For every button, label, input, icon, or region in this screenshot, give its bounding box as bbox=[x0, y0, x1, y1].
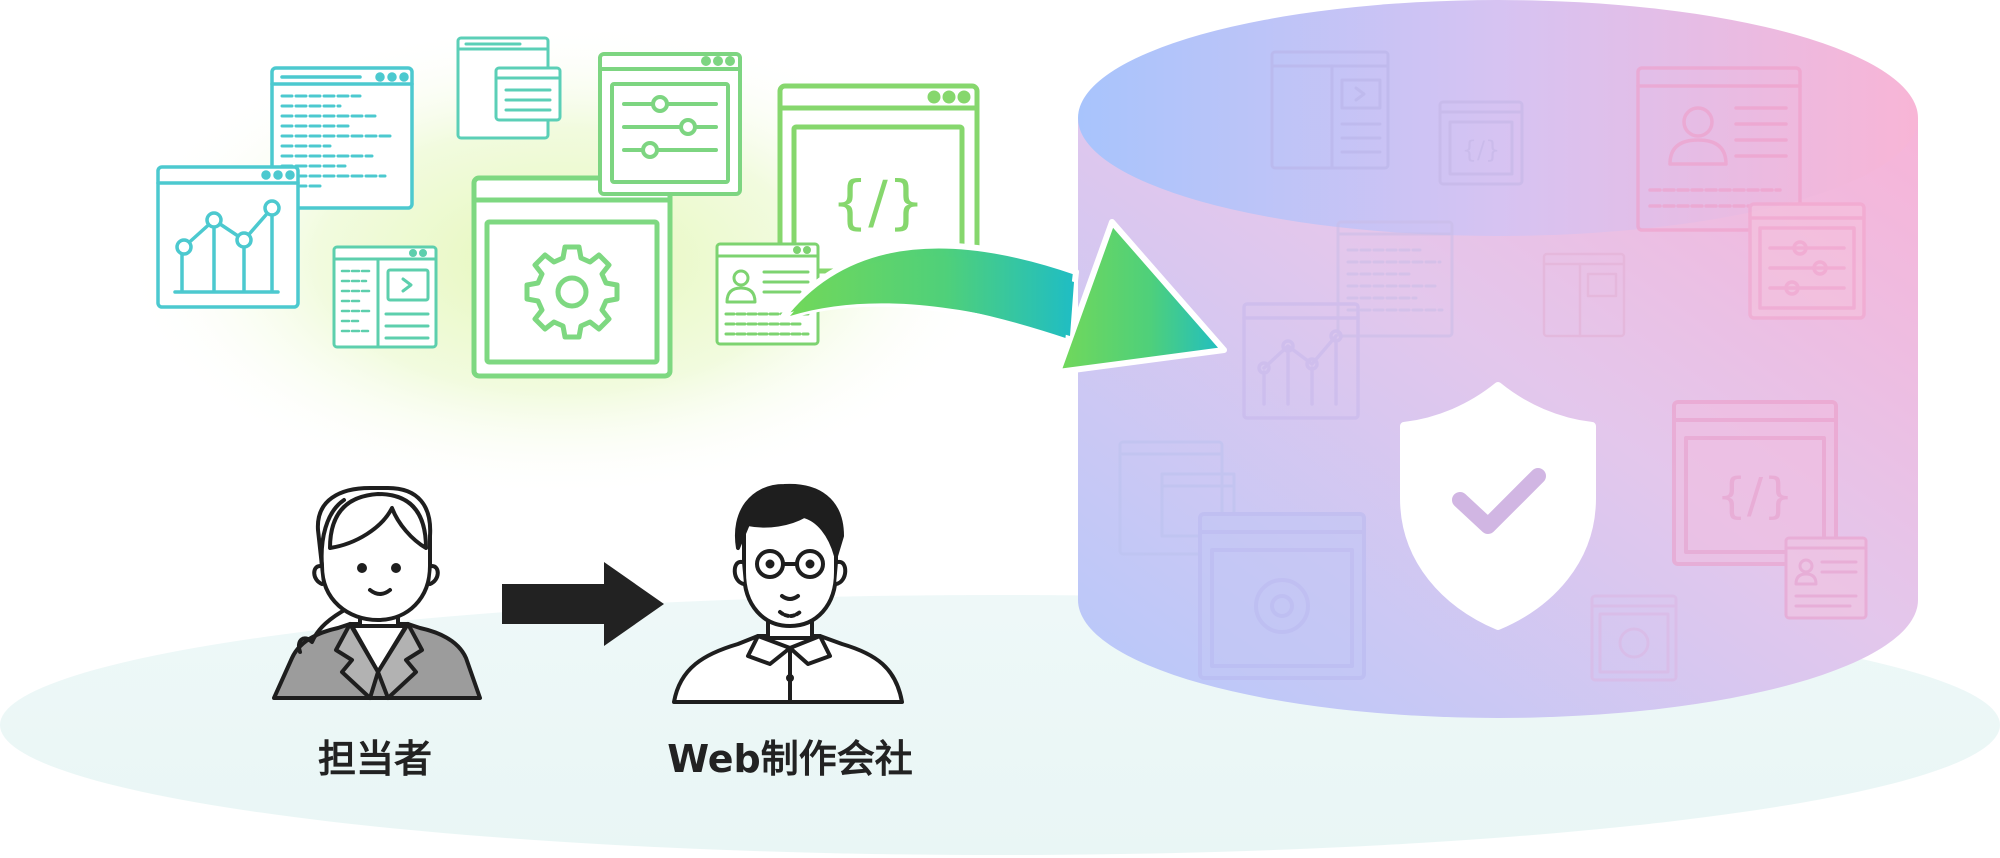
faint-code-icon: {/} bbox=[1438, 100, 1524, 186]
code-list-window-icon bbox=[270, 66, 414, 210]
source-pages-cluster: {/} bbox=[156, 36, 980, 379]
profile-window-icon bbox=[715, 242, 820, 346]
web-company-label: Web制作会社 bbox=[667, 737, 913, 781]
code-window-icon: {/} bbox=[777, 83, 980, 289]
handover-arrow bbox=[502, 562, 664, 646]
shield-check-icon bbox=[1400, 382, 1596, 630]
web-company-person-icon bbox=[672, 483, 904, 704]
faint-sliders-icon bbox=[1748, 202, 1866, 320]
faint-profile-icon-2 bbox=[1784, 536, 1868, 620]
faint-terminal-icon bbox=[1270, 50, 1390, 170]
staff-label: 担当者 bbox=[317, 737, 432, 781]
faint-list-icon bbox=[1336, 220, 1454, 338]
faint-gear-icon bbox=[1198, 512, 1366, 680]
faint-terminal-icon-2 bbox=[1542, 252, 1626, 338]
faint-code-icon-2: {/} bbox=[1672, 400, 1838, 566]
stacked-windows-icon bbox=[456, 36, 562, 140]
code-symbol: {/} bbox=[831, 168, 924, 236]
faint-chart-icon bbox=[1242, 302, 1360, 420]
sliders-window-icon bbox=[598, 52, 742, 196]
terminal-window-icon bbox=[332, 245, 438, 349]
settings-window-icon bbox=[471, 175, 673, 379]
migration-arrow bbox=[779, 219, 1227, 375]
faint-gear-icon-small bbox=[1590, 594, 1678, 682]
staff-person-icon bbox=[272, 486, 482, 700]
secure-database-cylinder: {/} bbox=[1078, 0, 1918, 718]
faint-code-symbol: {/} bbox=[1462, 136, 1501, 164]
line-chart-window-icon bbox=[156, 165, 300, 309]
faint-profile-icon bbox=[1636, 66, 1802, 232]
faint-code-symbol-2: {/} bbox=[1716, 468, 1793, 524]
